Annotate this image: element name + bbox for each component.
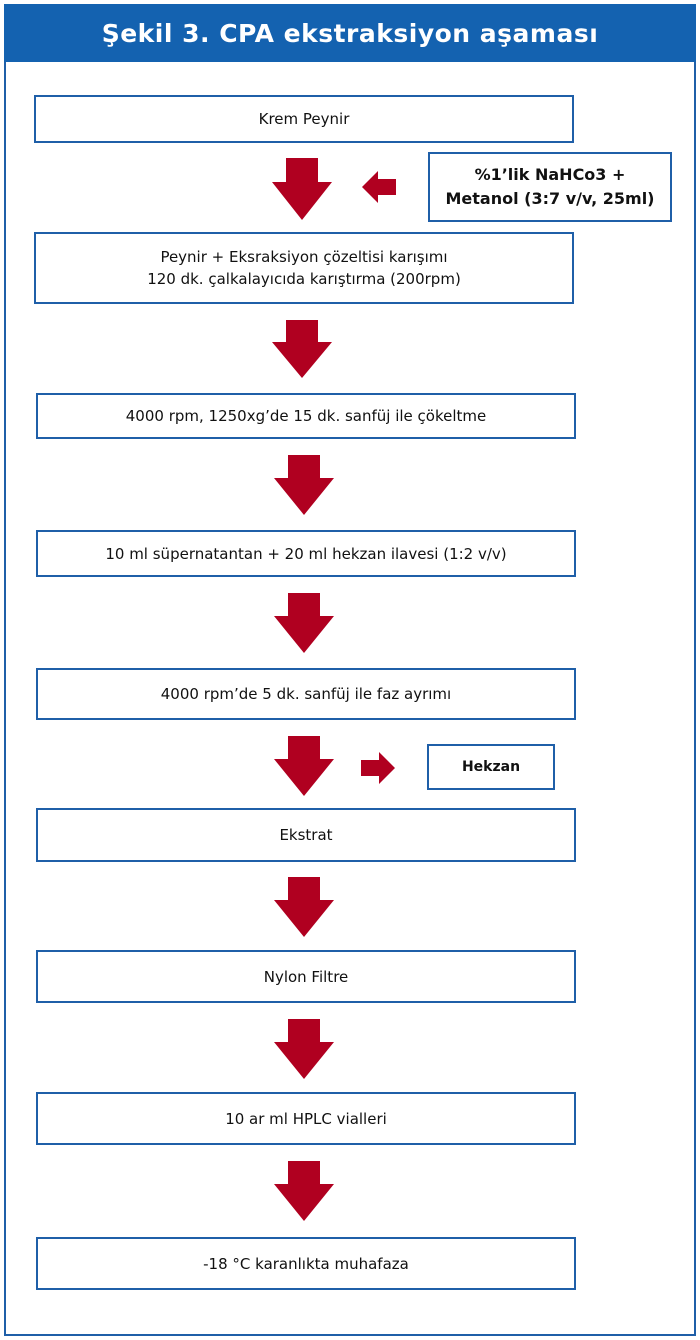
step-nylon-filter: Nylon Filtre [36,950,576,1003]
step-hexane-addition: 10 ml süpernatantan + 20 ml hekzan ilave… [36,530,576,577]
step-label: 10 ml süpernatantan + 20 ml hekzan ilave… [105,544,507,563]
step-krem-peynir: Krem Peynir [34,95,574,143]
down-arrow-icon [274,593,334,653]
down-arrow-icon [272,320,332,378]
step-label: Ekstrat [279,826,333,844]
diagram-title: Şekil 3. CPA ekstraksiyon aşaması [4,4,696,62]
step-label: Nylon Filtre [263,967,349,986]
solvent-line-1: %1’lik NaHCo3 + [474,165,626,184]
step-label: 10 ar ml HPLC vialleri [225,1109,387,1128]
down-arrow-icon [272,158,332,220]
hexane-label: Hekzan [461,759,521,775]
solvent-line-2: Metanol (3:7 v/v, 25ml) [445,189,655,208]
step-label-line-1: Peynir + Eksraksiyon çözeltisi karışımı [160,248,448,266]
left-arrow-icon [362,171,396,203]
step-label-line-2: 120 dk. çalkalayıcıda karıştırma (200rpm… [147,270,461,288]
hexane-output-box: Hekzan [427,744,555,790]
step-centrifuge-precipitation: 4000 rpm, 1250xg’de 15 dk. sanfüj ile çö… [36,393,576,439]
step-label: 4000 rpm’de 5 dk. sanfüj ile faz ayrımı [160,685,452,703]
step-storage: -18 °C karanlıkta muhafaza [36,1237,576,1290]
step-label: Krem Peynir [258,110,350,128]
down-arrow-icon [274,877,334,937]
step-extract: Ekstrat [36,808,576,862]
step-phase-separation: 4000 rpm’de 5 dk. sanfüj ile faz ayrımı [36,668,576,720]
down-arrow-icon [274,736,334,796]
step-hplc-vials: 10 ar ml HPLC vialleri [36,1092,576,1145]
step-label: 4000 rpm, 1250xg’de 15 dk. sanfüj ile çö… [125,407,487,425]
down-arrow-icon [274,455,334,515]
down-arrow-icon [274,1161,334,1221]
solvent-input-box: %1’lik NaHCo3 + Metanol (3:7 v/v, 25ml) [428,152,672,222]
right-arrow-icon [361,752,395,784]
step-mixing: Peynir + Eksraksiyon çözeltisi karışımı … [34,232,574,304]
down-arrow-icon [274,1019,334,1079]
step-label: -18 °C karanlıkta muhafaza [203,1254,409,1273]
